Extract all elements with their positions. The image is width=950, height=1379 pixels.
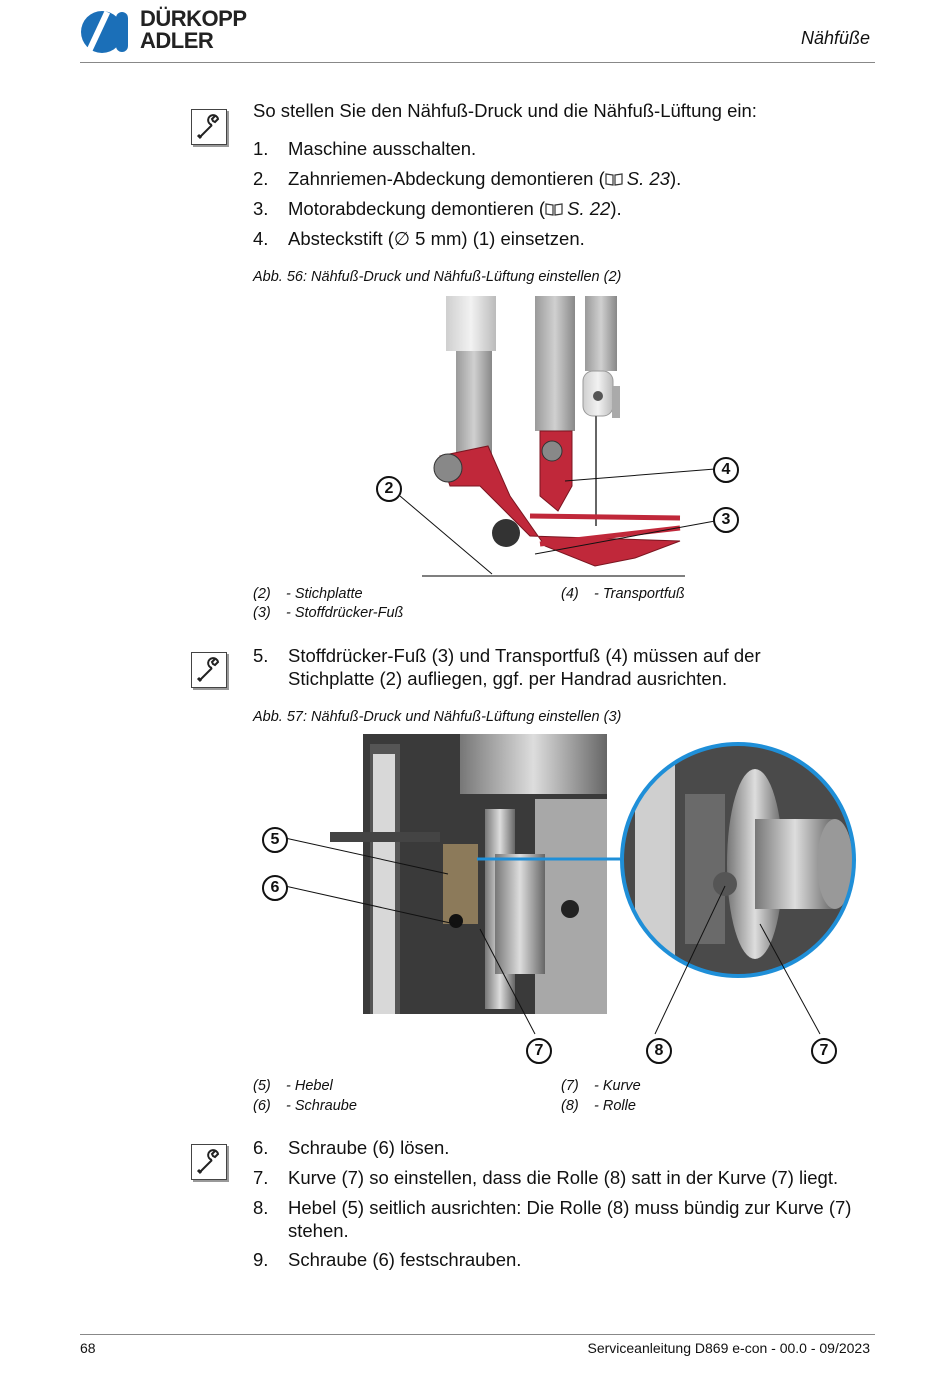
- intro-text: So stellen Sie den Nähfuß-Druck und die …: [253, 100, 757, 121]
- book-icon: [545, 198, 563, 216]
- footer-rule: [80, 1334, 875, 1335]
- step-item: 3.Motorabdeckung demontieren (S. 22).: [253, 198, 622, 219]
- callout-2: 2: [376, 476, 402, 502]
- legend-item: (2)- Stichplatte: [253, 586, 363, 602]
- callout-5: 5: [262, 827, 288, 853]
- step-item: 9.Schraube (6) festschrauben.: [253, 1249, 522, 1270]
- callout-6: 6: [262, 875, 288, 901]
- step-item: 7.Kurve (7) so einstellen, dass die Roll…: [253, 1167, 839, 1188]
- figure-56-image: [380, 296, 760, 586]
- page-reference-link[interactable]: S. 22: [567, 198, 611, 219]
- callout-7: 7: [811, 1038, 837, 1064]
- step-item: 1.Maschine ausschalten.: [253, 138, 477, 159]
- step-item: 6.Schraube (6) lösen.: [253, 1137, 450, 1158]
- callout-7: 7: [526, 1038, 552, 1064]
- legend-item: (5)- Hebel: [253, 1078, 333, 1094]
- legend-item: (3)- Stoffdrücker-Fuß: [253, 605, 404, 621]
- step-item: 4.Absteckstift (∅ 5 mm) (1) einsetzen.: [253, 228, 585, 249]
- legend-item: (6)- Schraube: [253, 1098, 357, 1114]
- chapter-title: Nähfüße: [800, 28, 870, 48]
- document-id: Serviceanleitung D869 e-con - 00.0 - 09/…: [587, 1340, 870, 1356]
- brand-name: DÜRKOPP ADLER: [140, 6, 247, 53]
- figure-56-caption: Abb. 56: Nähfuß-Druck und Nähfuß-Lüftung…: [253, 269, 622, 285]
- page-number: 68: [80, 1340, 96, 1356]
- wrench-icon: [191, 652, 227, 688]
- callout-3: 3: [713, 507, 739, 533]
- wrench-icon: [191, 109, 227, 145]
- legend-item: (7)- Kurve: [561, 1078, 641, 1094]
- step-item: 2.Zahnriemen-Abdeckung demontieren (S. 2…: [253, 168, 682, 189]
- page-reference-link[interactable]: S. 23: [626, 168, 670, 189]
- callout-8: 8: [646, 1038, 672, 1064]
- figure-57-caption: Abb. 57: Nähfuß-Druck und Nähfuß-Lüftung…: [253, 709, 622, 725]
- brand-logo-mark: [80, 10, 132, 54]
- header-rule: [80, 62, 875, 63]
- legend-item: (8)- Rolle: [561, 1098, 636, 1114]
- wrench-icon: [191, 1144, 227, 1180]
- callout-4: 4: [713, 457, 739, 483]
- book-icon: [605, 168, 623, 186]
- step-item: 8.Hebel (5) seitlich ausrichten: Die Rol…: [253, 1197, 852, 1241]
- step-item: 5. Stoffdrücker-Fuß (3) und Transportfuß…: [253, 645, 761, 689]
- figure-57-image: [255, 734, 860, 1064]
- legend-item: (4)- Transportfuß: [561, 586, 685, 602]
